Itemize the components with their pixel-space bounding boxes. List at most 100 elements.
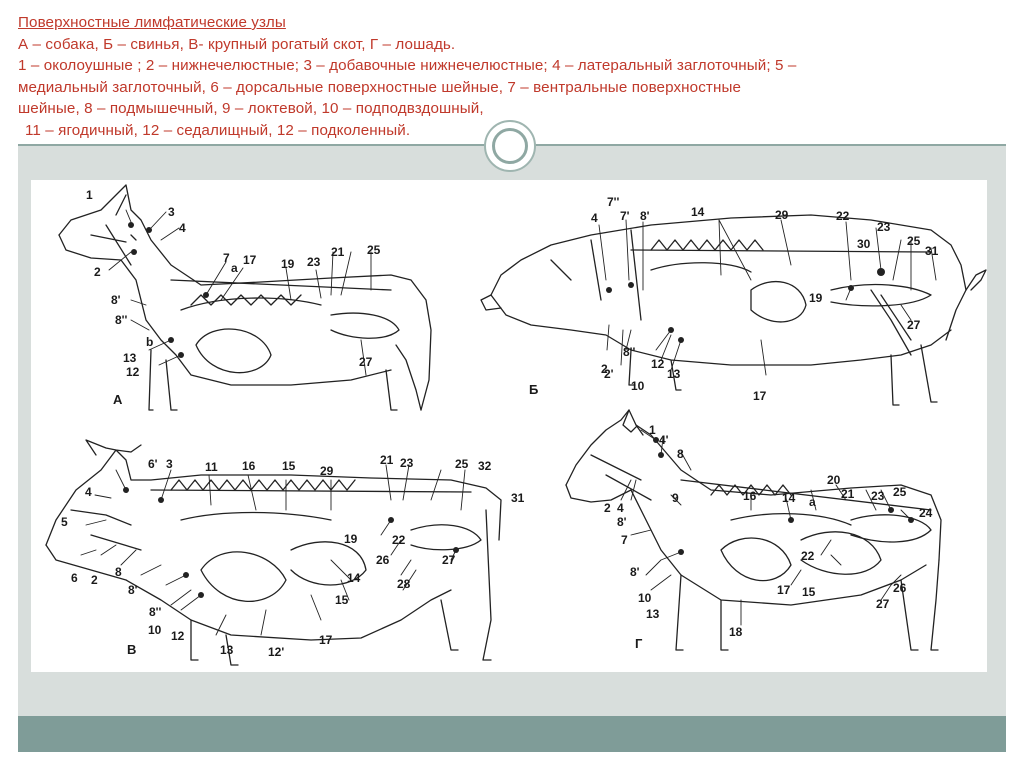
node-label: 11 xyxy=(205,461,218,473)
node-label: 4 xyxy=(85,486,92,498)
node-label: 12 xyxy=(171,630,184,642)
node-label: 8' xyxy=(640,210,650,222)
node-label: 8' xyxy=(111,294,121,306)
node-label: 6 xyxy=(71,572,78,584)
node-label: 13 xyxy=(123,352,136,364)
node-label: a xyxy=(809,496,816,508)
node-label: 7 xyxy=(621,534,628,546)
panel-letter: Б xyxy=(529,382,538,397)
node-label: 23 xyxy=(877,221,890,233)
node-label: 25 xyxy=(893,486,906,498)
node-label: 13 xyxy=(667,368,680,380)
node-label: 26 xyxy=(376,554,389,566)
node-label: 25 xyxy=(907,235,920,247)
node-label: 16 xyxy=(242,460,255,472)
node-label: 25 xyxy=(367,244,380,256)
anatomy-figure: 1 3 4 2 7 a 17 19 23 21 25 8' 8'' b 13 1… xyxy=(31,180,987,672)
node-label: 4' xyxy=(659,434,669,446)
node-label: 21 xyxy=(841,488,854,500)
node-label: 2 xyxy=(604,502,611,514)
node-label: 14 xyxy=(691,206,704,218)
node-label: 29 xyxy=(320,465,333,477)
node-label: 8'' xyxy=(149,606,161,618)
node-label: 17 xyxy=(319,634,332,646)
node-label: 4 xyxy=(617,502,624,514)
panel-letter: В xyxy=(127,642,136,657)
node-label: 8' xyxy=(128,584,138,596)
node-label: 15 xyxy=(335,594,348,606)
node-label: 14 xyxy=(782,492,795,504)
node-label: 16 xyxy=(743,490,756,502)
slide-legend-line: шейные, 8 – подмышечный, 9 – локтевой, 1… xyxy=(18,98,1008,120)
label-leader-lines xyxy=(81,210,936,635)
node-label: 27 xyxy=(907,319,920,331)
node-label: 8' xyxy=(630,566,640,578)
cattle-drawing xyxy=(46,440,501,665)
node-label: 23 xyxy=(400,457,413,469)
node-label: 28 xyxy=(397,578,410,590)
node-label: 7'' xyxy=(607,196,619,208)
node-label: 2 xyxy=(91,574,98,586)
node-label: 21 xyxy=(331,246,344,258)
node-label: 27 xyxy=(876,598,889,610)
node-label: 19 xyxy=(344,533,357,545)
node-label: 7 xyxy=(223,252,230,264)
node-label: 27 xyxy=(442,554,455,566)
node-label: 21 xyxy=(380,454,393,466)
panel-letter: А xyxy=(113,392,122,407)
node-label: 29 xyxy=(775,209,788,221)
node-label: 22 xyxy=(836,210,849,222)
node-label: 15 xyxy=(802,586,815,598)
decorative-circle xyxy=(484,120,536,172)
node-label: 12' xyxy=(268,646,284,658)
horse-drawing xyxy=(566,410,941,650)
slide-legend-line: 1 – околоушные ; 2 – нижнечелюстные; 3 –… xyxy=(18,55,1008,77)
node-label: 30 xyxy=(857,238,870,250)
node-label: 23 xyxy=(307,256,320,268)
node-label: 8'' xyxy=(623,346,635,358)
node-label: 17 xyxy=(777,584,790,596)
slide-legend-animals: А – собака, Б – свинья, В- крупный рогат… xyxy=(18,34,1008,56)
node-label: 32 xyxy=(478,460,491,472)
node-label: a xyxy=(231,262,238,274)
panel-letter: Г xyxy=(635,636,642,651)
node-label: 5 xyxy=(61,516,68,528)
node-label: 4 xyxy=(591,212,598,224)
node-label: 25 xyxy=(455,458,468,470)
node-label: 3 xyxy=(168,206,175,218)
slide-heading: Поверхностные лимфатические узлы xyxy=(18,12,1008,34)
node-label: 8 xyxy=(677,448,684,460)
node-label: 10 xyxy=(638,592,651,604)
node-label: 4 xyxy=(179,222,186,234)
node-label: 12 xyxy=(126,366,139,378)
node-label: 18 xyxy=(729,626,742,638)
node-label: 8 xyxy=(115,566,122,578)
node-label: 12 xyxy=(651,358,664,370)
node-label: 10 xyxy=(148,624,161,636)
node-label: 2' xyxy=(604,368,614,380)
node-label: 6' xyxy=(148,458,158,470)
node-label: 1 xyxy=(649,424,656,436)
anatomy-drawing xyxy=(31,180,987,672)
node-label: 9 xyxy=(672,492,679,504)
slide-legend-line: медиальный заглоточный, 6 – дорсальные п… xyxy=(18,77,1008,99)
node-label: 13 xyxy=(646,608,659,620)
node-label: 22 xyxy=(801,550,814,562)
node-label: 13 xyxy=(220,644,233,656)
node-label: 23 xyxy=(871,490,884,502)
node-label: 24 xyxy=(919,507,932,519)
node-label: 19 xyxy=(281,258,294,270)
node-label: 27 xyxy=(359,356,372,368)
node-label: 19 xyxy=(809,292,822,304)
node-label: 10 xyxy=(631,380,644,392)
node-label: 17 xyxy=(753,390,766,402)
node-label: 2 xyxy=(94,266,101,278)
lymph-node-dots xyxy=(123,222,914,598)
node-label: 8' xyxy=(617,516,627,528)
node-label: 31 xyxy=(925,245,938,257)
node-label: 20 xyxy=(827,474,840,486)
node-label: 26 xyxy=(893,582,906,594)
node-label: b xyxy=(146,336,153,348)
node-label: 22 xyxy=(392,534,405,546)
node-label: 3 xyxy=(166,458,173,470)
